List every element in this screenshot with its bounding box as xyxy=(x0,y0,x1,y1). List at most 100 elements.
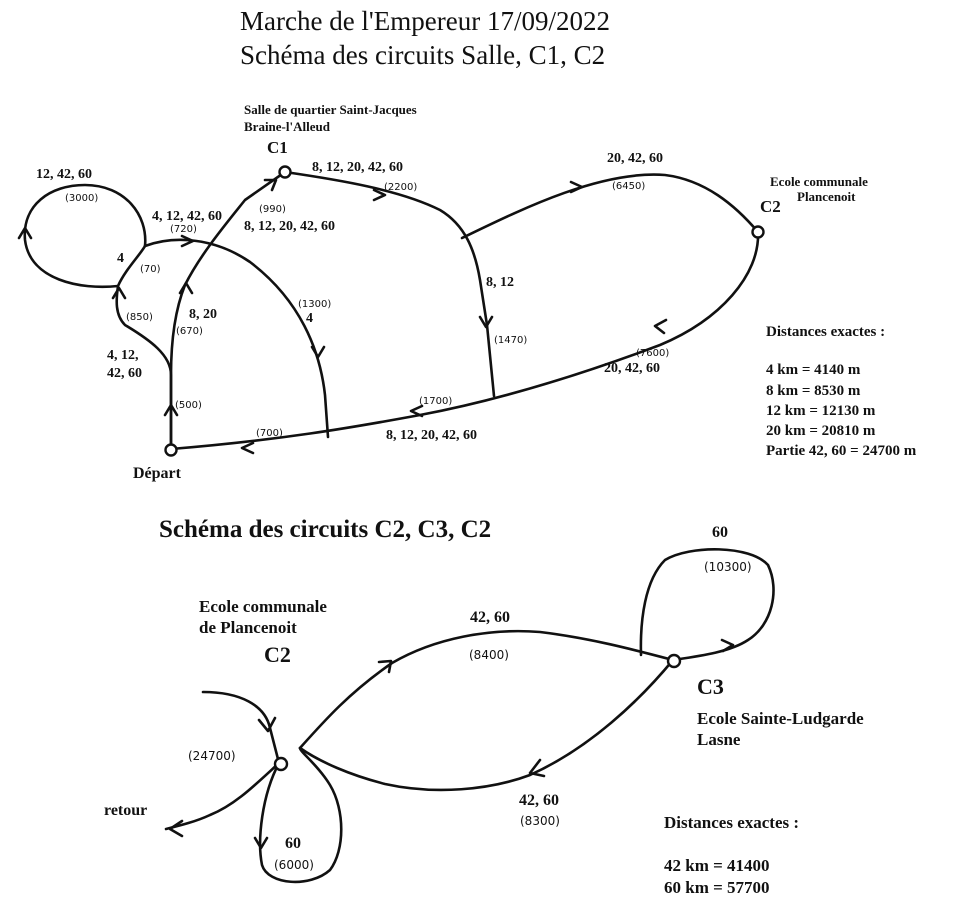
dist-g: (6450) xyxy=(612,181,645,192)
top-legend-title: Distances exactes : xyxy=(766,324,885,340)
label-top-route: 42, 60 xyxy=(470,609,510,626)
route-middle-arc xyxy=(143,238,330,439)
label-c: 8, 12, 20, 42, 60 xyxy=(244,219,335,234)
arrow-4-down xyxy=(310,345,326,359)
label-j: 8, 12, 20, 42, 60 xyxy=(386,428,477,443)
arrow-loop-up xyxy=(17,226,33,240)
bottom-legend-line-1: 42 km = 41400 xyxy=(664,856,770,875)
label-bottom-route: 42, 60 xyxy=(519,792,559,809)
route-c3-loop xyxy=(639,548,775,662)
label-k-line-2: 42, 60 xyxy=(107,366,142,381)
dist-f: (1300) xyxy=(298,299,331,310)
bottom-legend-line-2: 60 km = 57700 xyxy=(664,878,770,897)
dist-a: (720) xyxy=(170,224,197,235)
route-c3-c2-bottom xyxy=(298,658,675,792)
arrow-c2-loop-down xyxy=(253,836,269,850)
title-line-1: Marche de l'Empereur 17/09/2022 xyxy=(240,6,610,36)
route-left-loop xyxy=(23,183,147,289)
label-g: 20, 42, 60 xyxy=(607,151,663,166)
c3-place-line-2: Lasne xyxy=(697,730,741,749)
dist-loop: (3000) xyxy=(65,193,98,204)
label-loop-c3: 60 xyxy=(712,524,728,541)
arrow-spine-up-1 xyxy=(111,286,127,300)
route-to-c2 xyxy=(460,173,760,240)
arrow-2200-right xyxy=(372,188,387,202)
c2-top-place-line-2: Plancenoit xyxy=(797,189,856,204)
route-c1-east xyxy=(283,170,496,398)
top-legend-line-2: 8 km = 8530 m xyxy=(766,383,861,399)
dist-loop-c3: (10300) xyxy=(704,560,752,574)
c2-bottom-name: C2 xyxy=(264,642,291,667)
label-k-line-1: 4, 12, xyxy=(107,348,139,363)
dist-k: (850) xyxy=(126,312,153,323)
top-legend-line-1: 4 km = 4140 m xyxy=(766,362,861,378)
dist-m: (700) xyxy=(256,428,283,439)
label-f: 4 xyxy=(306,311,313,326)
label-loop: 12, 42, 60 xyxy=(36,167,92,182)
dist-e: (670) xyxy=(176,326,203,337)
title-line-2: Schéma des circuits Salle, C1, C2 xyxy=(240,40,605,70)
bottom-legend-title: Distances exactes : xyxy=(664,813,799,832)
dist-bottom-route: (8300) xyxy=(520,814,560,828)
label-i: 20, 42, 60 xyxy=(604,361,660,376)
dist-j: (1700) xyxy=(419,396,452,407)
dist-h: (1470) xyxy=(494,335,527,346)
dist-loop-c2: (6000) xyxy=(274,858,314,872)
dist-incoming: (24700) xyxy=(188,749,236,763)
top-arrows xyxy=(17,178,668,455)
c3-name: C3 xyxy=(697,674,724,699)
arrow-1700-left xyxy=(409,404,424,418)
arrow-820-up xyxy=(178,281,194,295)
top-legend-line-5: Partie 42, 60 = 24700 m xyxy=(766,443,917,459)
c3-place-line-1: Ecole Sainte-Ludgarde xyxy=(697,709,864,728)
c1-name: C1 xyxy=(267,138,288,157)
c2-bottom-place-line-2: de Plancenoit xyxy=(199,618,297,637)
dist-d: (2200) xyxy=(384,182,417,193)
dist-i: (7600) xyxy=(636,348,669,359)
node-c2-top xyxy=(751,225,765,239)
node-c3 xyxy=(666,653,682,669)
node-c2-bottom xyxy=(273,756,289,772)
route-left-spine xyxy=(115,244,173,451)
depart-label: Départ xyxy=(133,465,182,482)
retour-label: retour xyxy=(104,802,147,819)
dist-top-route: (8400) xyxy=(469,648,509,662)
arrow-top-route-up xyxy=(377,659,393,674)
route-c2-back xyxy=(169,230,760,451)
arrow-incoming-down xyxy=(257,716,277,733)
label-h: 8, 12 xyxy=(486,275,514,290)
arrow-retour-left xyxy=(168,819,184,838)
arrow-812-down xyxy=(478,315,494,329)
top-routes xyxy=(23,170,760,451)
arrow-4-right xyxy=(180,234,195,248)
arrow-spine-up-2 xyxy=(163,403,179,417)
label-d: 8, 12, 20, 42, 60 xyxy=(312,160,403,175)
label-a: 4, 12, 42, 60 xyxy=(152,209,222,224)
arrow-bottom-route-left xyxy=(528,758,546,778)
dist-l: (500) xyxy=(175,400,202,411)
c1-place-line-2: Braine-l'Alleud xyxy=(244,119,331,134)
c1-place-line-1: Salle de quartier Saint-Jacques xyxy=(244,102,417,117)
route-c2-c3-top xyxy=(298,629,675,750)
route-retour xyxy=(164,761,281,831)
c2-top-place-line-1: Ecole communale xyxy=(770,174,868,189)
top-legend-line-4: 20 km = 20810 m xyxy=(766,423,876,439)
top-legend-line-3: 12 km = 12130 m xyxy=(766,403,876,419)
label-b: 4 xyxy=(117,251,124,266)
dist-c: (990) xyxy=(259,204,286,215)
arrow-to-c2-right xyxy=(569,180,584,194)
arrow-c3-loop-right xyxy=(720,638,735,653)
label-e: 8, 20 xyxy=(189,307,217,322)
c2-bottom-place-line-1: Ecole communale xyxy=(199,597,327,616)
node-depart xyxy=(164,443,178,457)
node-c1 xyxy=(278,165,292,179)
bottom-arrows xyxy=(168,638,735,850)
route-c2-loop xyxy=(258,746,343,884)
arrow-c1-in xyxy=(263,178,278,192)
c2-top-name: C2 xyxy=(760,197,781,216)
bottom-routes xyxy=(164,548,775,884)
label-loop-c2: 60 xyxy=(285,835,301,852)
subtitle: Schéma des circuits C2, C3, C2 xyxy=(159,516,491,543)
dist-b: (70) xyxy=(140,264,161,275)
